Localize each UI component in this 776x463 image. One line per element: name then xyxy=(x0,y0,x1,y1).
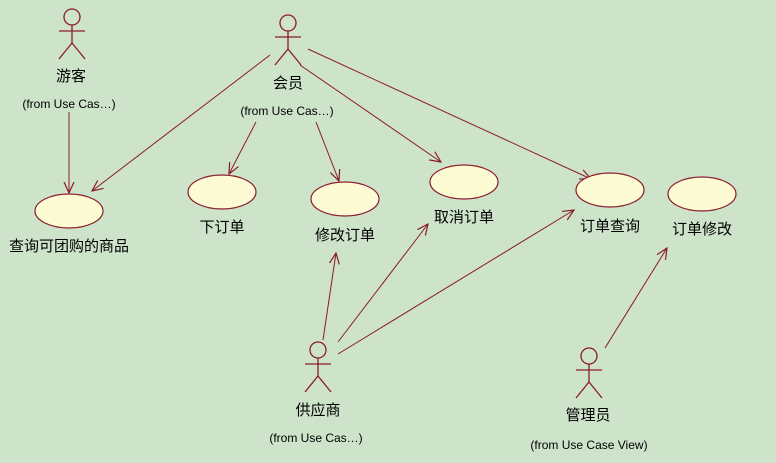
use-case-label: 订单修改 xyxy=(672,220,732,238)
associations xyxy=(69,48,667,355)
actor-source: (from Use Case View) xyxy=(530,438,647,452)
actor-label: 管理员 xyxy=(565,406,610,424)
use-case-cancel-order[interactable]: 取消订单 xyxy=(429,164,499,226)
actor-label: 会员 xyxy=(273,74,303,92)
use-case-label: 查询可团购的商品 xyxy=(9,237,129,255)
association-member-query-group-goods xyxy=(92,54,271,191)
actor-label: 游客 xyxy=(56,67,86,85)
actor-admin[interactable]: 管理员 (from Use Case View) xyxy=(530,347,648,452)
association-member-cancel-order xyxy=(299,64,441,162)
association-admin-order-modify xyxy=(604,248,667,349)
actor-supplier[interactable]: 供应商 (from Use Cas…) xyxy=(269,341,363,445)
actor-source: (from Use Cas…) xyxy=(240,104,333,118)
use-case-order-modify[interactable]: 订单修改 xyxy=(667,176,737,238)
use-case-query-group-goods[interactable]: 查询可团购的商品 xyxy=(9,193,129,255)
actors: 游客 (from Use Cas…) 会员 (from Use Cas…) 供应… xyxy=(22,8,648,452)
use-case-order-query[interactable]: 订单查询 xyxy=(575,172,645,235)
association-member-place-order xyxy=(229,121,257,174)
actor-source: (from Use Cas…) xyxy=(269,431,362,445)
use-case-label: 订单查询 xyxy=(580,217,640,235)
actor-icon xyxy=(274,14,302,66)
association-member-modify-order xyxy=(315,121,339,181)
actor-source: (from Use Cas…) xyxy=(22,97,115,111)
actor-icon xyxy=(575,347,603,399)
use-case-label: 修改订单 xyxy=(315,226,375,244)
association-supplier-order-query xyxy=(337,210,574,355)
association-member-order-query xyxy=(307,48,591,179)
actor-member[interactable]: 会员 (from Use Cas…) xyxy=(240,14,334,118)
use-case-label: 取消订单 xyxy=(434,208,494,226)
use-cases: 查询可团购的商品 下订单 修改订单 取消订单 订单查询 订单修改 xyxy=(9,164,737,255)
use-case-label: 下订单 xyxy=(199,218,244,236)
use-case-modify-order[interactable]: 修改订单 xyxy=(310,181,380,244)
actor-label: 供应商 xyxy=(295,401,340,419)
actor-icon xyxy=(304,341,332,393)
actor-icon xyxy=(58,8,86,60)
association-supplier-cancel-order xyxy=(337,224,428,343)
association-supplier-modify-order xyxy=(322,253,336,341)
actor-visitor[interactable]: 游客 (from Use Cas…) xyxy=(22,8,116,111)
use-case-place-order[interactable]: 下订单 xyxy=(187,174,257,236)
